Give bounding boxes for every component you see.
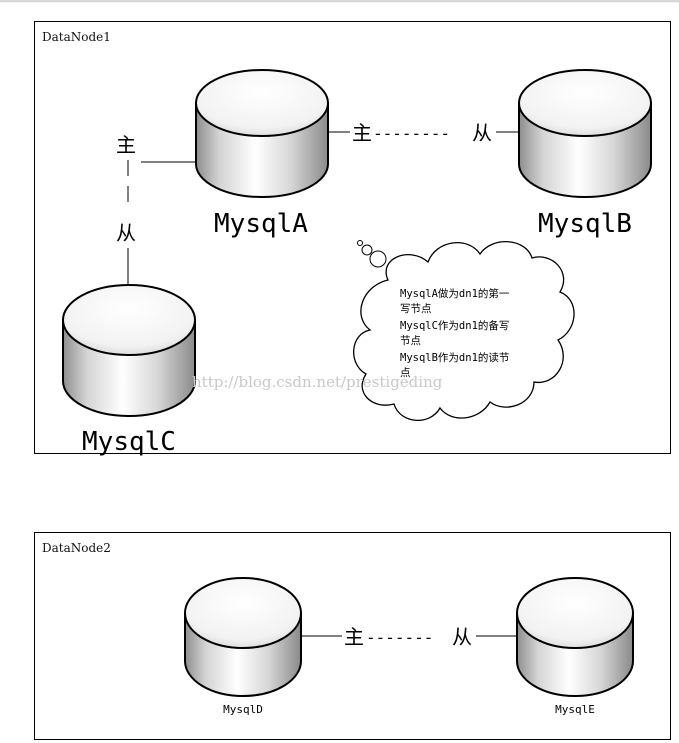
relation-a-b-dashes: -------- (373, 124, 450, 143)
db-label-mysqle: MysqlE (555, 703, 595, 716)
cloud-line-2: 写节点 (400, 303, 432, 315)
cloud-shape (353, 241, 575, 421)
cloud-line-3: MysqlC作为dn1的备写 (400, 319, 509, 332)
cloud-line-5: MysqlB作为dn1的读节 (400, 351, 509, 364)
cloud-bubble-small (357, 240, 363, 246)
cloud-bubble-medium (361, 244, 373, 256)
cloud-line-1: MysqlA做为dn1的第一 (400, 287, 510, 300)
top-border-shadow (0, 2, 679, 3)
database-cylinder-mysqlb (518, 69, 652, 198)
database-cylinder-mysqld (184, 577, 302, 697)
thought-cloud (353, 240, 575, 421)
database-cylinder-mysqla (195, 69, 329, 198)
db-label-mysqlc: MysqlC (82, 427, 176, 457)
db-label-mysqld: MysqlD (223, 703, 263, 716)
cloud-bubble-large (369, 250, 387, 268)
cylinder-top (62, 284, 196, 356)
relation-d-e-master: 主 (344, 625, 364, 649)
watermark: http://blog.csdn.net/prestigeding (192, 373, 443, 391)
relation-d-e-dashes: ------- (366, 628, 433, 647)
relation-a-c-slave: 从 (116, 221, 136, 245)
relation-a-b-master: 主 (352, 121, 372, 145)
top-border (0, 0, 679, 2)
cylinder-top (195, 69, 329, 137)
relation-d-e-slave: 从 (452, 625, 472, 649)
cylinder-top (184, 577, 302, 649)
relation-a-c-master: 主 (116, 133, 136, 157)
datanode2-title: DataNode2 (42, 541, 111, 555)
cloud-line-4: 节点 (400, 335, 421, 347)
database-cylinder-mysqle (516, 577, 634, 697)
db-label-mysqlb: MysqlB (538, 209, 632, 239)
db-label-mysqla: MysqlA (214, 209, 308, 239)
cloud-line-6: 点 (400, 367, 411, 379)
database-cylinder-mysqlc (62, 284, 196, 417)
datanode1-title: DataNode1 (42, 30, 111, 44)
cylinder-top (518, 69, 652, 137)
cylinder-top (516, 577, 634, 649)
relation-a-b-slave: 从 (472, 121, 492, 145)
